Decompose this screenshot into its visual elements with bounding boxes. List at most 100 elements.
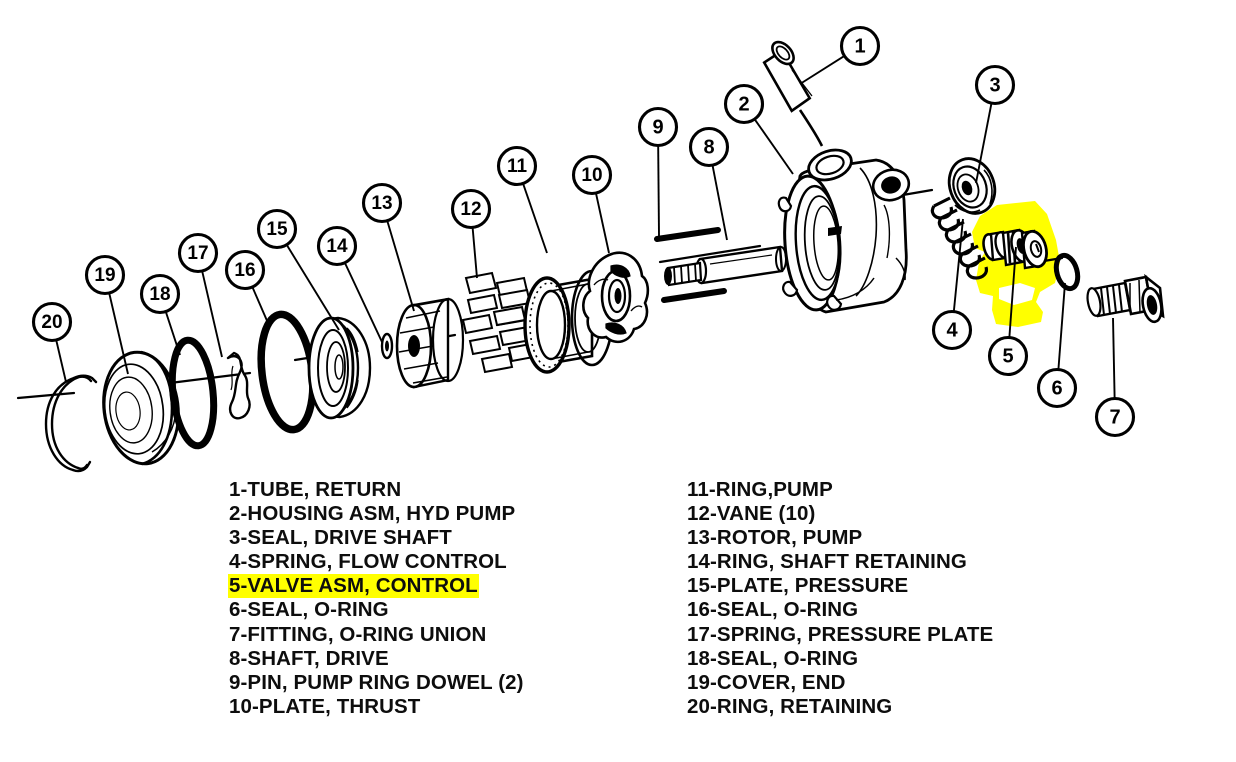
callout-12: 12 — [450, 188, 492, 279]
callout-3: 3 — [974, 64, 1016, 184]
callout-number-18: 18 — [149, 284, 170, 305]
callout-1: 1 — [799, 25, 881, 85]
legend-item: 11-RING,PUMP — [687, 478, 833, 501]
part-13-pump-rotor — [395, 297, 465, 389]
legend-item: 1-TUBE, RETURN — [229, 478, 402, 501]
callout-number-3: 3 — [989, 75, 1000, 97]
callout-number-12: 12 — [460, 199, 481, 220]
callout-balloon-20 — [31, 301, 73, 343]
callout-number-17: 17 — [187, 243, 208, 264]
callout-20: 20 — [31, 301, 73, 383]
legend-item: 17-SPRING, PRESSURE PLATE — [687, 622, 994, 646]
callout-number-9: 9 — [652, 117, 663, 139]
callout-16: 16 — [224, 249, 269, 324]
part-6-o-ring-seal — [1053, 252, 1081, 292]
leader-line-17 — [201, 270, 223, 358]
callout-balloon-11 — [496, 145, 538, 187]
callout-balloon-1 — [839, 25, 881, 67]
callout-balloon-12 — [450, 188, 492, 230]
callout-balloon-5 — [987, 335, 1029, 377]
callout-10: 10 — [571, 154, 613, 254]
callout-balloon-2 — [723, 83, 765, 125]
callout-number-20: 20 — [41, 312, 62, 333]
legend-item: 5-VALVE ASM, CONTROL — [228, 574, 479, 599]
leader-line-18 — [164, 311, 181, 356]
part-5-control-valve-assembly — [982, 228, 1048, 270]
callout-balloon-15 — [256, 208, 298, 250]
leader-line-3 — [975, 102, 993, 184]
legend-item: 20-RING, RETAINING — [687, 694, 893, 718]
legend-item: 16-SEAL, O-RING — [687, 598, 859, 622]
leader-line-1 — [799, 55, 845, 85]
legend-item: 19-COVER, END — [687, 670, 846, 694]
part-2-pump-housing — [777, 148, 911, 314]
callout-4: 4 — [931, 218, 973, 351]
leader-line-5 — [1008, 246, 1017, 338]
legend-item: 14-RING, SHAFT RETAINING — [687, 550, 967, 574]
leader-line-15 — [285, 244, 340, 331]
leader-line-12 — [471, 227, 478, 279]
callout-2: 2 — [723, 83, 794, 175]
callout-number-1: 1 — [854, 36, 865, 58]
legend-item: 3-SEAL, DRIVE SHAFT — [229, 526, 452, 550]
legend-item: 9-PIN, PUMP RING DOWEL (2) — [229, 670, 524, 694]
leader-line-11 — [522, 183, 548, 254]
callout-balloon-8 — [688, 126, 730, 168]
callout-18: 18 — [139, 273, 181, 356]
callout-balloon-3 — [974, 64, 1016, 106]
leader-line-4 — [952, 218, 964, 312]
callout-number-19: 19 — [94, 265, 115, 286]
leader-line-7 — [1112, 317, 1116, 399]
callout-number-11: 11 — [507, 156, 528, 177]
leader-line-16 — [251, 286, 269, 324]
callout-17: 17 — [177, 232, 223, 358]
part-9-dowel-pins — [654, 227, 727, 303]
legend-item: 12-VANE (10) — [687, 502, 816, 526]
callout-7: 7 — [1094, 317, 1136, 438]
part-12-vanes — [461, 271, 541, 374]
leader-line-2 — [753, 118, 794, 175]
legend-item: 2-HOUSING ASM, HYD PUMP — [229, 502, 516, 526]
callout-number-14: 14 — [326, 236, 348, 257]
leader-line-13 — [386, 220, 415, 312]
leader-line-8 — [711, 164, 728, 241]
part-10-thrust-plate — [582, 251, 650, 344]
leader-line-10 — [595, 192, 610, 254]
legend-item: 7-FITTING, O-RING UNION — [229, 622, 487, 646]
callout-balloon-16 — [224, 249, 266, 291]
leader-line-9 — [657, 145, 660, 237]
part-14-shaft-retaining-ring — [380, 332, 394, 360]
legend-item: 13-ROTOR, PUMP — [687, 526, 863, 550]
callout-balloon-18 — [139, 273, 181, 315]
part-15-pressure-plate — [307, 316, 372, 420]
callout-number-16: 16 — [234, 260, 255, 281]
callout-6: 6 — [1036, 282, 1078, 409]
callout-balloon-7 — [1094, 396, 1136, 438]
part-8-drive-shaft — [664, 245, 787, 287]
callout-balloon-19 — [84, 254, 126, 296]
callout-13: 13 — [361, 182, 415, 312]
leader-line-6 — [1057, 282, 1066, 370]
callout-balloon-17 — [177, 232, 219, 274]
callout-balloon-6 — [1036, 367, 1078, 409]
leader-line-19 — [108, 292, 129, 375]
leader-line-20 — [55, 339, 67, 383]
callout-19: 19 — [84, 254, 129, 375]
legend-item: 10-PLATE, THRUST — [229, 694, 421, 718]
callout-15: 15 — [256, 208, 340, 331]
callout-balloon-10 — [571, 154, 613, 196]
callout-number-5: 5 — [1002, 346, 1013, 368]
callout-balloon-13 — [361, 182, 403, 224]
legend-item: 15-PLATE, PRESSURE — [687, 574, 909, 598]
part-17-pressure-plate-spring — [226, 351, 251, 420]
callout-balloon-9 — [637, 106, 679, 148]
part-20-retaining-ring — [44, 374, 98, 473]
callout-number-4: 4 — [946, 320, 958, 342]
callout-number-6: 6 — [1051, 378, 1062, 400]
callout-balloon-4 — [931, 309, 973, 351]
